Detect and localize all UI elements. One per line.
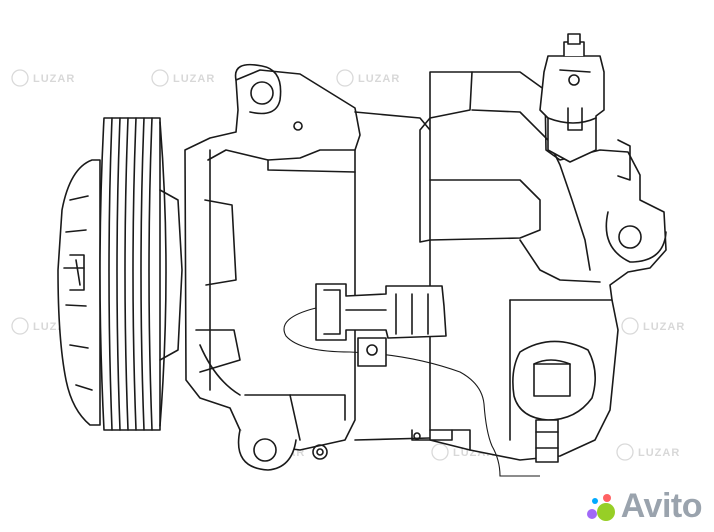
watermark-3: LUZAR (336, 69, 400, 87)
clutch-hub (57, 159, 101, 426)
electrical-connector (283, 283, 540, 477)
watermark-1: LUZAR (11, 69, 75, 87)
pulley (99, 117, 183, 431)
watermark-7: LUZAR (621, 317, 685, 335)
watermark-text: LUZAR (358, 73, 400, 85)
watermark-text: LUZAR (173, 73, 215, 85)
brand-badge: Avito (583, 487, 703, 526)
watermark-2: LUZAR (151, 69, 215, 87)
rear-head (411, 71, 667, 461)
watermark-text: LUZAR (643, 321, 685, 333)
mount-hole-bottom-left (253, 438, 277, 462)
service-port (512, 340, 596, 463)
mount-hole-top-left (250, 81, 274, 105)
brand-dots-icon (586, 493, 615, 521)
watermark-text: LUZAR (638, 447, 680, 459)
control-valve (539, 33, 631, 181)
mount-hole-right (618, 225, 642, 249)
brand-text: Avito (620, 487, 703, 525)
compressor-body (184, 63, 431, 471)
watermark-text: LUZAR (33, 73, 75, 85)
watermark-10: LUZAR (616, 443, 680, 461)
